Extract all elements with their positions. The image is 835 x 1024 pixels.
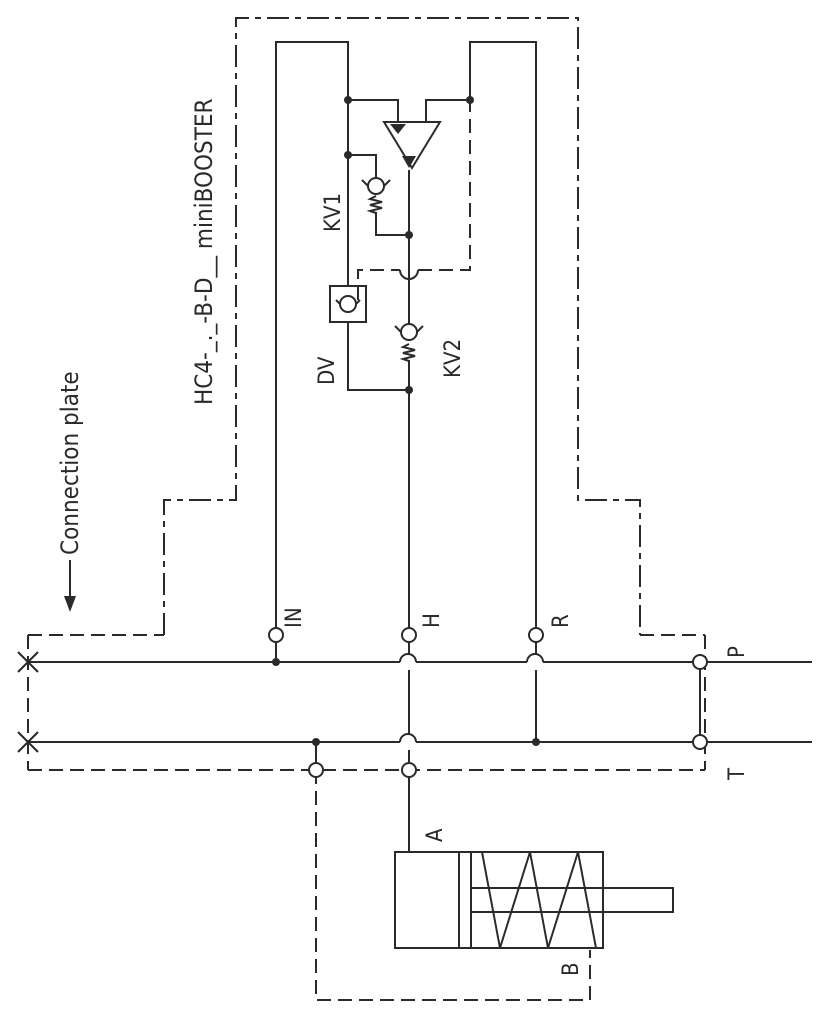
connection-plate-outline (27, 634, 706, 771)
booster-model-label: HC4-_._-B-D__ miniBOOSTER (190, 98, 218, 405)
port-h-label: H (420, 613, 445, 628)
port-a-label: A (423, 828, 448, 842)
internal-lines (275, 41, 701, 852)
port-b-label: B (559, 962, 584, 976)
check-valve-kv1 (361, 177, 391, 214)
connection-plate-arrow (64, 560, 76, 612)
junction-dots (272, 96, 540, 746)
port-t-label: T (725, 767, 750, 781)
check-valve-kv2 (394, 323, 424, 362)
kv1-label: KV1 (321, 193, 346, 232)
valve-dv (329, 285, 367, 323)
intensifier-symbol (382, 121, 442, 170)
port-h-marker (401, 627, 417, 643)
plug-marker-p (17, 651, 39, 673)
port-p-marker (692, 654, 708, 670)
port-plate-t-marker (308, 762, 324, 778)
tank-line-t (28, 733, 812, 743)
pressure-line-p (28, 653, 812, 663)
drain-line (357, 100, 471, 300)
port-t-marker (692, 734, 708, 750)
port-r-marker (528, 627, 544, 643)
port-plate-a-marker (401, 762, 417, 778)
port-in-marker (268, 627, 284, 643)
cylinder-drain-line (315, 770, 591, 1001)
port-in-label: IN (282, 607, 307, 628)
port-p-label: P (725, 646, 750, 658)
dv-label: DV (315, 356, 340, 385)
spring-return-cylinder (394, 851, 674, 949)
plug-marker-t (17, 731, 39, 753)
kv2-label: KV2 (441, 339, 466, 378)
booster-housing-outline (163, 17, 641, 635)
port-r-label: R (549, 614, 574, 628)
connection-plate-label: Connection plate (56, 371, 84, 555)
